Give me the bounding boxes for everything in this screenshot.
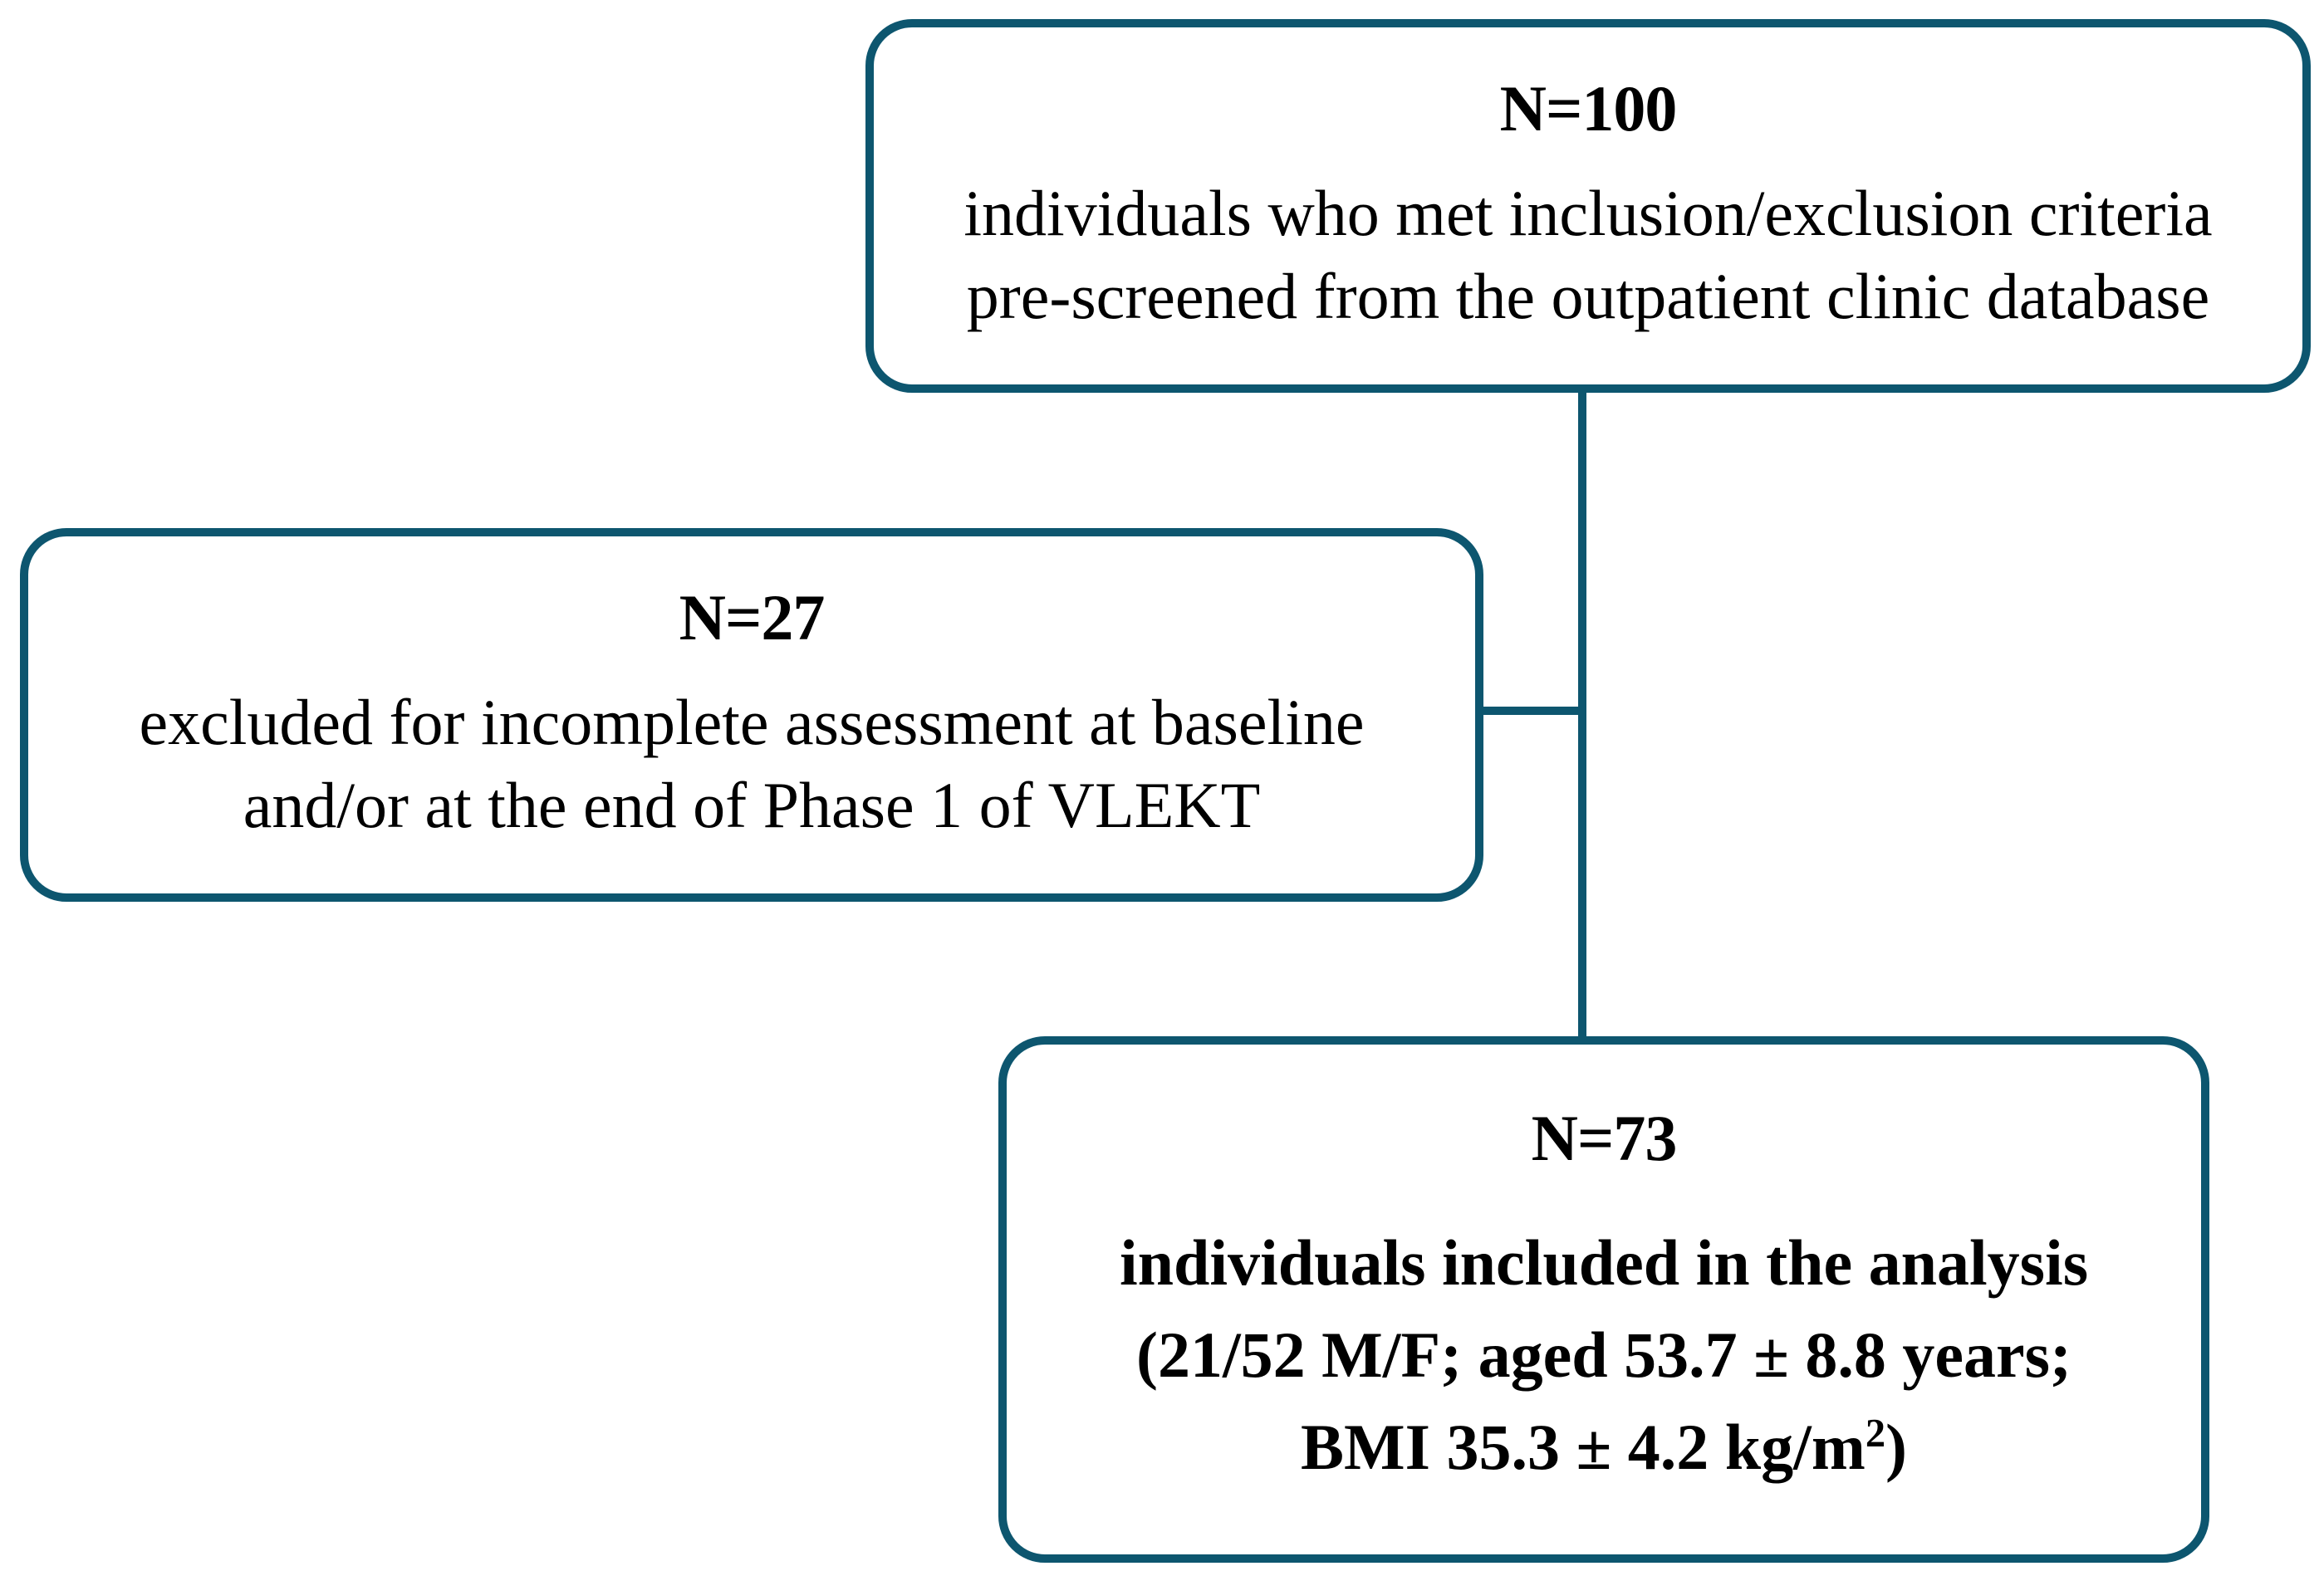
flow-box-included-line-2: (21/52 M/F; aged 53.7 ± 8.8 years; <box>1136 1319 2071 1391</box>
flow-box-screened-line-1: individuals who met inclusion/exclusion … <box>963 177 2213 250</box>
flow-box-included-line-3: BMI 35.3 ± 4.2 kg/m2) <box>1028 1402 2179 1494</box>
flow-box-excluded-line-2: and/or at the end of Phase 1 of VLEKT <box>243 768 1261 841</box>
flow-box-included-heading: N=73 <box>1531 1101 1678 1174</box>
flow-box-included-line-3-text: BMI 35.3 ± 4.2 kg/m <box>1300 1410 1866 1483</box>
flow-box-excluded: N=27 excluded for incomplete assessment … <box>20 528 1483 902</box>
flow-box-screened: N=100 individuals who met inclusion/excl… <box>865 19 2311 393</box>
flow-box-screened-heading: N=100 <box>1499 72 1678 145</box>
flow-box-screened-line-2: pre-screened from the outpatient clinic … <box>966 259 2210 332</box>
flow-box-included-line-3-tail: ) <box>1885 1410 1907 1483</box>
flow-box-excluded-heading: N=27 <box>679 581 826 654</box>
flow-box-excluded-line-1: excluded for incomplete assessment at ba… <box>139 686 1365 759</box>
flow-box-included: N=73 individuals included in the analysi… <box>998 1036 2209 1563</box>
flow-box-included-line-3-superscript: 2 <box>1865 1411 1886 1456</box>
flow-box-included-line-1: individuals included in the analysis <box>1119 1226 2089 1299</box>
